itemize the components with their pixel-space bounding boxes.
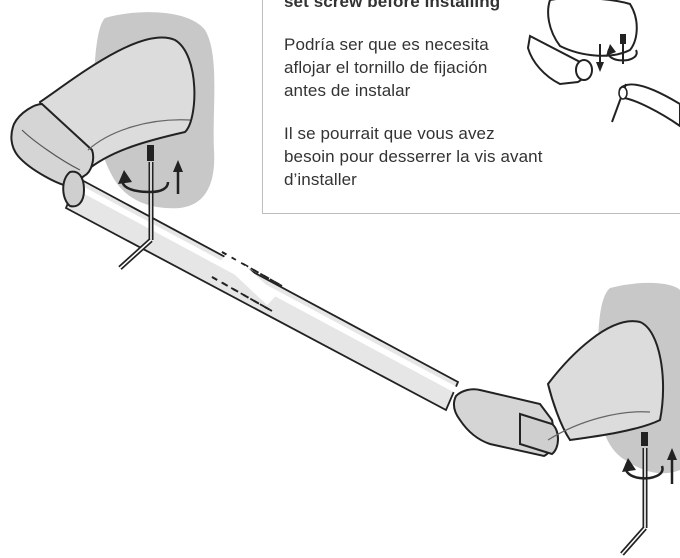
callout-text-spanish: Podría ser que es necesita aflojar el to… xyxy=(284,35,489,100)
callout-text-english: set screw before installing xyxy=(284,0,501,11)
left-hex-key xyxy=(118,145,183,270)
inset-detail-drawing xyxy=(526,0,680,128)
right-post xyxy=(452,320,665,458)
callout-text-french: Il se pourrait que vous avez besoin pour… xyxy=(284,124,543,189)
left-post xyxy=(10,36,196,208)
right-hex-key xyxy=(620,432,677,556)
